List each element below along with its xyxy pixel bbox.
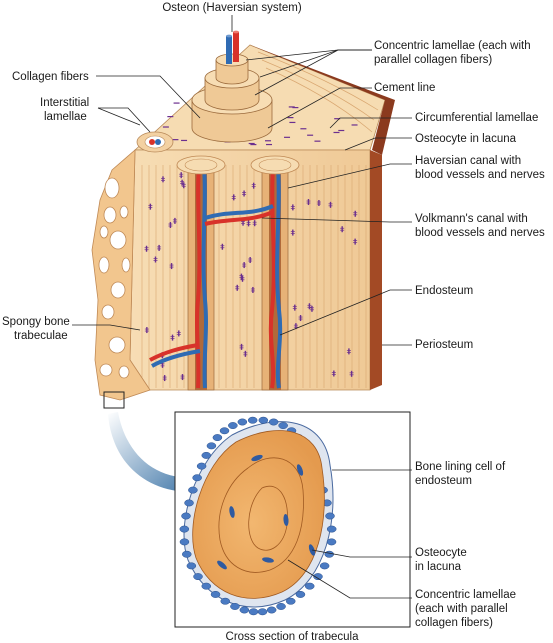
leader-lines xyxy=(72,15,412,599)
label-lining-line1: Bone lining cell of xyxy=(415,461,506,473)
label-volkmann-line2: blood vessels and nerves xyxy=(415,227,545,239)
label-lining-line2: endosteum xyxy=(415,475,472,487)
label-inset-osteocyte-line2: in lacuna xyxy=(415,561,462,573)
lamellae-lines xyxy=(141,165,367,388)
label-inset-concentric-line3: collagen fibers) xyxy=(415,617,493,629)
volkmanns-canal xyxy=(149,204,274,368)
labels: Osteon (Haversian system) Collagen fiber… xyxy=(2,2,545,643)
label-concentric-line2: parallel collagen fibers) xyxy=(374,54,492,66)
label-osteon: Osteon (Haversian system) xyxy=(162,2,301,14)
label-inset-caption: Cross section of trabecula xyxy=(226,631,360,643)
label-spongy-line1: Spongy bone xyxy=(2,316,70,328)
label-collagen-fibers: Collagen fibers xyxy=(12,71,89,83)
label-volkmann-line1: Volkmann's canal with xyxy=(415,213,528,225)
label-inset-concentric-line2: (each with parallel xyxy=(415,603,508,615)
label-interstitial-line2: lamellae xyxy=(44,111,87,123)
label-haversian-line1: Haversian canal with xyxy=(415,155,521,167)
label-haversian-line2: blood vessels and nerves xyxy=(415,169,545,181)
label-interstitial-line1: Interstitial xyxy=(40,97,89,109)
label-cement-line: Cement line xyxy=(374,82,435,94)
label-endosteum: Endosteum xyxy=(415,285,473,297)
label-spongy-line2: trabeculae xyxy=(14,330,68,342)
label-circumferential: Circumferential lamellae xyxy=(415,112,538,124)
label-periosteum: Periosteum xyxy=(415,339,473,351)
label-concentric-line1: Concentric lamellae (each with xyxy=(374,40,531,52)
haversian-canal-left xyxy=(187,164,215,391)
haversian-canal-right xyxy=(261,164,289,391)
label-osteocyte: Osteocyte in lacuna xyxy=(415,133,517,145)
trabecula-zoom-box xyxy=(103,391,125,409)
label-inset-osteocyte-line1: Osteocyte xyxy=(415,547,467,559)
spongy-bone xyxy=(91,149,151,401)
osteon-stack xyxy=(191,30,273,143)
label-inset-concentric-line1: Concentric lamellae xyxy=(415,589,516,601)
inset-panel xyxy=(174,411,411,628)
canal-openings xyxy=(136,131,300,175)
